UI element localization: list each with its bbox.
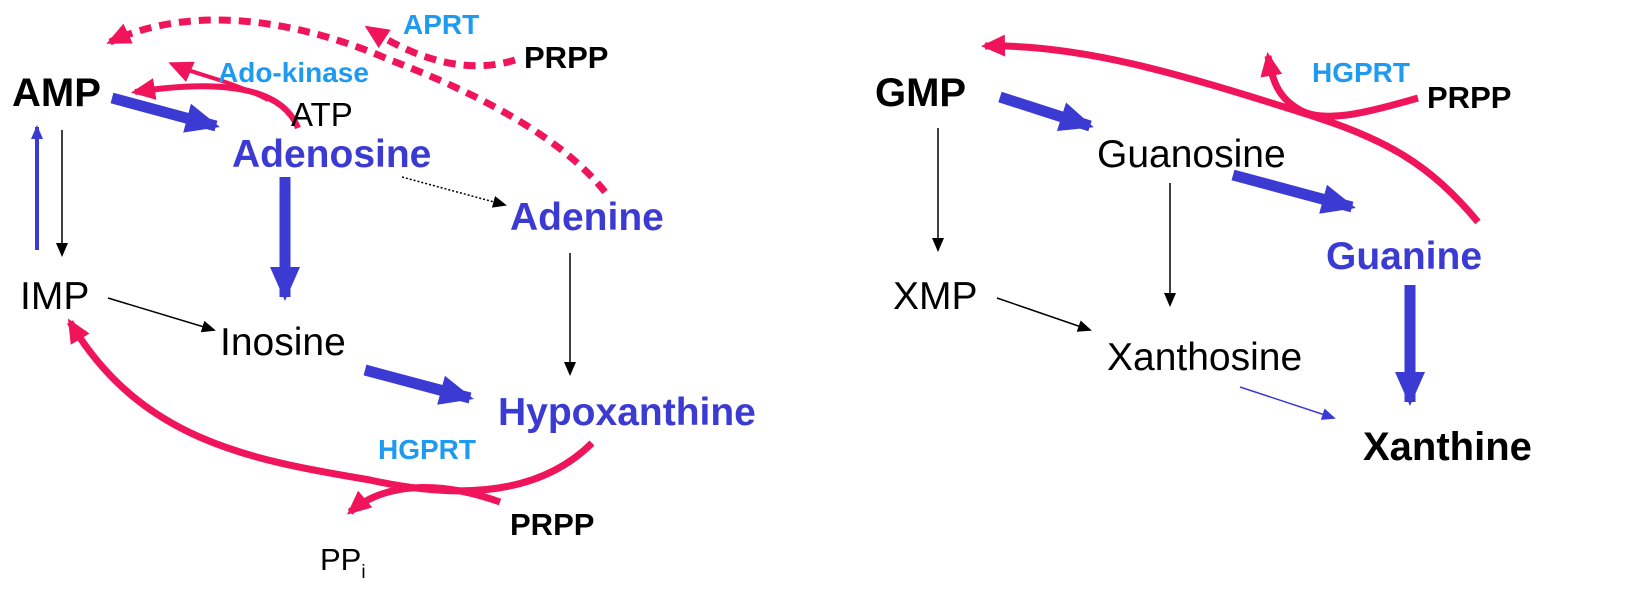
imp-label: IMP [20, 275, 89, 318]
atp-label: ATP [291, 96, 353, 133]
xanthine-label: Xanthine [1363, 425, 1532, 469]
arrow-guanosine-to-guanine [1231, 169, 1356, 214]
hgprt-left-label: HGPRT [378, 434, 476, 465]
hgprt-right-label: HGPRT [1312, 57, 1410, 88]
arrow-gmp-to-guanosine [998, 91, 1094, 132]
arrow-prpp-to-ppi-right [1260, 52, 1419, 120]
amp-label: AMP [12, 71, 101, 115]
arrow-xmp-to-xanthosine [996, 297, 1092, 332]
ppi-subscript: i [361, 562, 365, 583]
arrow-amp-to-adenosine [110, 92, 220, 133]
ppi-label: PPi [320, 542, 366, 583]
xmp-label: XMP [893, 275, 978, 318]
arrow-xanthosine-to-xanthine [1239, 386, 1336, 420]
guanosine-label: Guanosine [1097, 133, 1286, 176]
arrow-imp-to-inosine [107, 297, 216, 333]
ado-kinase-label: Ado-kinase [218, 57, 369, 88]
adenine-label: Adenine [510, 196, 664, 239]
ppi-main: PP [320, 542, 361, 577]
arrow-hgprt-guanine-to-gmp [981, 34, 1481, 225]
arrow-hgprt-hypoxanthine-to-imp [66, 318, 595, 495]
arrow-adenosine-to-adenine-dotted [401, 176, 507, 208]
hypoxanthine-label: Hypoxanthine [498, 391, 756, 434]
adenosine-label: Adenosine [232, 133, 431, 176]
inosine-label: Inosine [220, 321, 346, 364]
arrow-atp-to-adp [168, 61, 269, 102]
prpp-right-label: PRPP [1427, 80, 1511, 115]
aprt-label: APRT [403, 9, 479, 40]
prpp-top-label: PRPP [524, 40, 608, 75]
xanthosine-label: Xanthosine [1107, 336, 1302, 379]
arrow-inosine-to-hypoxanthine [363, 364, 474, 405]
arrow-prpp-to-ppi [346, 483, 502, 515]
right-pathway: GMP Guanosine Guanine XMP Xanthosine Xan… [875, 34, 1532, 469]
left-pathway: AMP Adenosine Adenine IMP Inosine Hypoxa… [12, 9, 756, 583]
guanine-label: Guanine [1326, 235, 1482, 278]
prpp-bottom-label: PRPP [510, 507, 594, 542]
arrow-prpp-to-aprt-dotted [364, 25, 517, 70]
gmp-label: GMP [875, 71, 966, 115]
